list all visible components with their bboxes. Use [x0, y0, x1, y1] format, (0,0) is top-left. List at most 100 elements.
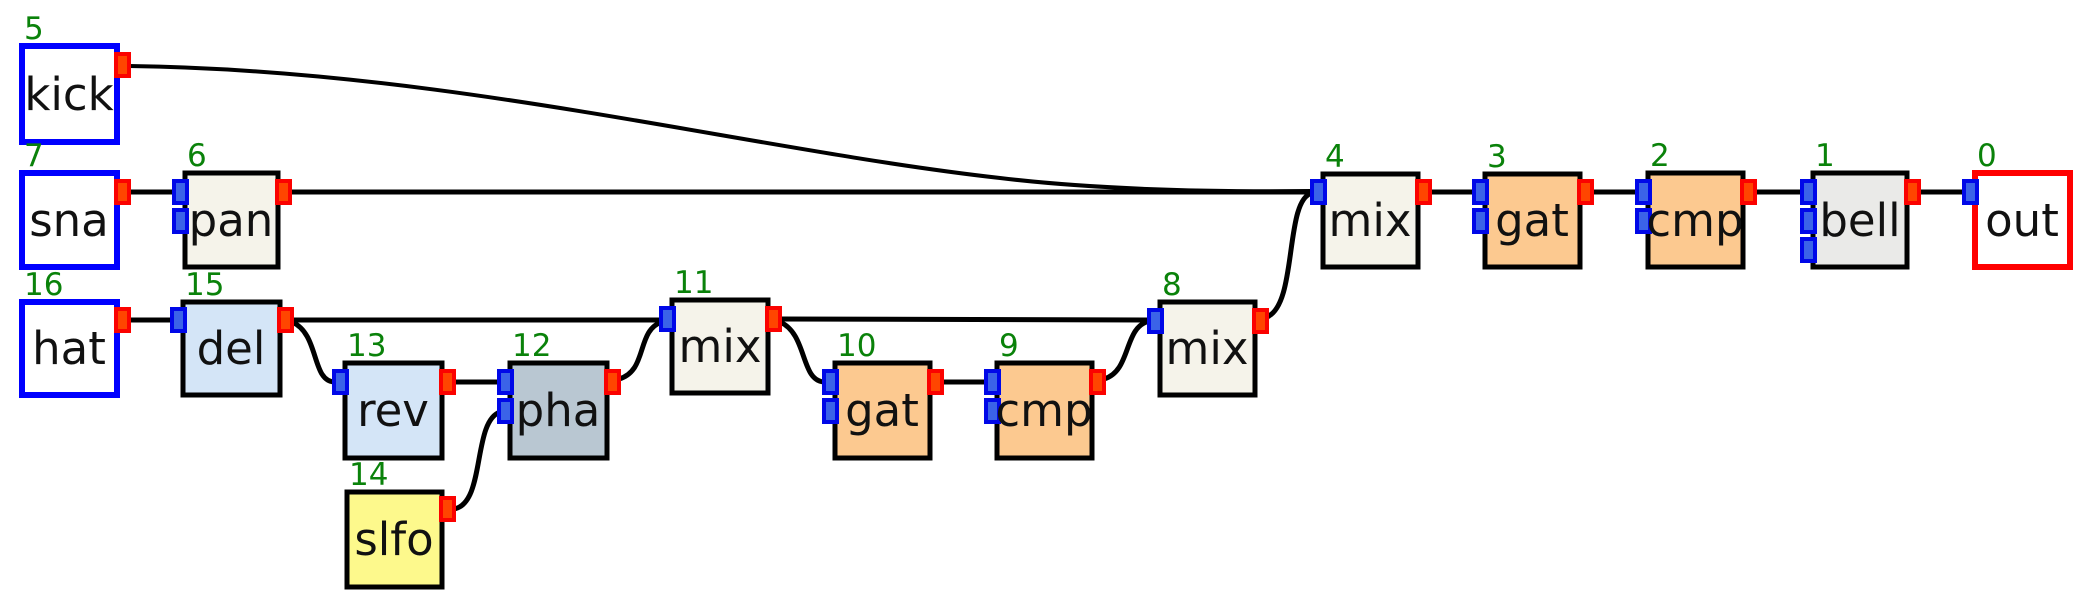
node-sna: 7 sna — [19, 138, 131, 270]
node-del-box[interactable] — [180, 299, 283, 398]
node-pan-input-port-1[interactable] — [172, 179, 189, 205]
node-slfo-output-port[interactable] — [439, 496, 456, 522]
node-mix-11: 11 mix — [659, 265, 782, 396]
node-mix-4-number: 4 — [1325, 139, 1345, 175]
node-rev-input-port[interactable] — [332, 369, 349, 395]
node-mix-11-output-port[interactable] — [765, 306, 782, 332]
node-del-output-port[interactable] — [277, 307, 294, 333]
node-gat-3-label: gat — [1495, 194, 1569, 247]
node-cmp-2-output-port[interactable] — [1740, 179, 1757, 205]
node-gat-3: 3 gat — [1472, 139, 1594, 270]
node-pan-label: pan — [189, 194, 274, 247]
node-pha-input-port-2[interactable] — [497, 398, 514, 424]
node-out-box[interactable] — [1972, 170, 2073, 270]
node-sna-output-port[interactable] — [114, 179, 131, 205]
node-pha-output-port[interactable] — [604, 369, 621, 395]
node-gat-10: 10 gat — [822, 328, 944, 461]
node-bell-label: bell — [1819, 194, 1900, 247]
node-sna-box[interactable] — [19, 170, 120, 270]
node-gat-3-input-port-1[interactable] — [1472, 179, 1489, 205]
node-gat-3-output-port[interactable] — [1577, 179, 1594, 205]
node-cmp-9-box[interactable] — [994, 360, 1095, 461]
node-cmp-9-number: 9 — [999, 328, 1019, 364]
node-gat-10-number: 10 — [837, 328, 876, 364]
node-cmp-2: 2 cmp — [1635, 138, 1757, 270]
node-out: 0 out — [1962, 138, 2073, 270]
node-kick: 5 kick — [19, 11, 131, 145]
node-out-label: out — [1985, 194, 2059, 247]
node-mix-11-label: mix — [679, 320, 762, 373]
edge-mix11-to-gat10 — [777, 319, 828, 385]
node-rev-label: rev — [357, 384, 429, 437]
node-mix-4-input-port[interactable] — [1310, 179, 1327, 205]
node-rev: 13 rev — [332, 328, 456, 461]
node-mix-4-box[interactable] — [1320, 171, 1421, 270]
node-del-label: del — [197, 322, 266, 375]
node-bell-input-port-3[interactable] — [1800, 237, 1817, 263]
node-pan-input-port-2[interactable] — [172, 208, 189, 234]
edge-slfo-to-pha — [451, 409, 503, 512]
node-hat-number: 16 — [24, 267, 63, 303]
node-mix-4: 4 mix — [1310, 139, 1432, 270]
node-sna-label: sna — [29, 194, 109, 247]
node-pan-box[interactable] — [182, 170, 281, 270]
node-cmp-9-input-port-1[interactable] — [984, 369, 1001, 395]
node-hat-box[interactable] — [19, 299, 120, 398]
node-cmp-2-input-port-1[interactable] — [1635, 179, 1652, 205]
node-gat-10-input-port-1[interactable] — [822, 369, 839, 395]
node-rev-number: 13 — [347, 328, 386, 364]
edge-kick-to-mix4 — [127, 64, 1313, 194]
node-pan: 6 pan — [172, 138, 292, 270]
node-hat: 16 hat — [19, 267, 131, 398]
node-kick-label: kick — [24, 68, 113, 121]
node-mix-4-output-port[interactable] — [1415, 179, 1432, 205]
node-bell-output-port[interactable] — [1904, 179, 1921, 205]
node-cmp-9-label: cmp — [995, 384, 1092, 437]
node-bell-input-port-2[interactable] — [1800, 208, 1817, 234]
node-gat-3-number: 3 — [1487, 139, 1507, 175]
node-cmp-9-output-port[interactable] — [1089, 369, 1106, 395]
node-gat-10-output-port[interactable] — [927, 369, 944, 395]
node-pha-number: 12 — [512, 328, 551, 364]
node-bell-input-port-1[interactable] — [1800, 179, 1817, 205]
node-del-number: 15 — [185, 267, 224, 303]
node-mix-11-box[interactable] — [669, 297, 771, 396]
node-cmp-2-box[interactable] — [1645, 170, 1746, 270]
node-gat-3-input-port-2[interactable] — [1472, 208, 1489, 234]
node-cmp-2-input-port-2[interactable] — [1635, 208, 1652, 234]
node-rev-box[interactable] — [342, 360, 445, 461]
node-out-input-port[interactable] — [1962, 179, 1979, 205]
node-kick-output-port[interactable] — [114, 52, 131, 78]
node-gat-10-input-port-2[interactable] — [822, 398, 839, 424]
node-pha-box[interactable] — [507, 360, 610, 461]
node-mix-11-input-port[interactable] — [659, 306, 676, 332]
node-bell-number: 1 — [1815, 138, 1835, 174]
node-mix-8-input-port[interactable] — [1147, 308, 1164, 334]
node-pha-input-port-1[interactable] — [497, 369, 514, 395]
node-slfo-number: 14 — [349, 457, 388, 493]
node-pan-number: 6 — [187, 138, 207, 174]
node-rev-output-port[interactable] — [439, 369, 456, 395]
node-mix-11-number: 11 — [674, 265, 713, 301]
node-kick-box[interactable] — [19, 43, 120, 145]
node-pha: 12 pha — [497, 328, 621, 461]
node-slfo-box[interactable] — [344, 489, 445, 590]
node-del: 15 del — [170, 267, 294, 398]
node-sna-number: 7 — [24, 138, 44, 174]
node-pha-label: pha — [516, 384, 601, 437]
node-kick-number: 5 — [24, 11, 44, 47]
node-cmp-2-label: cmp — [1646, 194, 1743, 247]
node-slfo: 14 slfo — [344, 457, 456, 590]
node-mix-8-box[interactable] — [1157, 299, 1258, 398]
node-cmp-9: 9 cmp — [984, 328, 1106, 461]
node-pan-output-port[interactable] — [275, 179, 292, 205]
node-del-input-port[interactable] — [170, 307, 187, 333]
node-hat-output-port[interactable] — [114, 307, 131, 333]
node-cmp-9-input-port-2[interactable] — [984, 398, 1001, 424]
node-mix-8-output-port[interactable] — [1252, 308, 1269, 334]
node-bell: 1 bell — [1800, 138, 1921, 270]
edge-mix11-to-mix8 — [777, 316, 1153, 323]
edge-pha-to-mix11 — [616, 319, 665, 382]
